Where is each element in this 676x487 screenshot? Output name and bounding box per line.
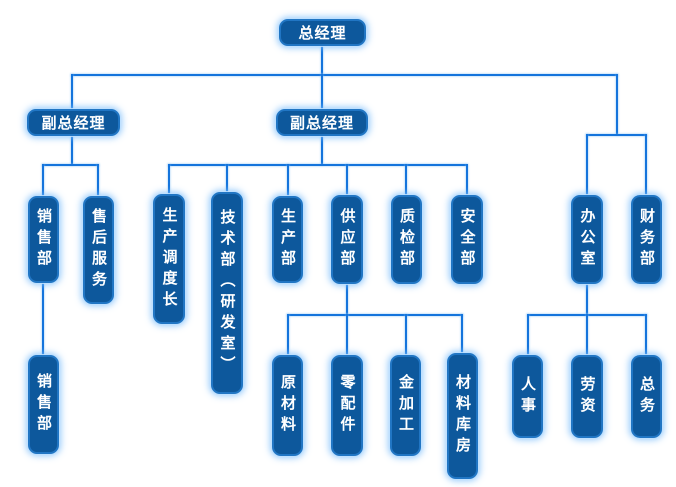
connector-to-safety: [466, 164, 468, 195]
org-node-label: 劳资: [578, 375, 597, 418]
org-node-label: 技术部（研发室）: [218, 209, 237, 377]
org-node-label: 人事: [519, 375, 537, 418]
org-node-spare-parts: 零配件: [331, 355, 363, 456]
org-node-label: 生产调度长: [160, 206, 179, 312]
org-node-after-sales-service: 售后服务: [83, 196, 114, 304]
connector-to-spare-parts: [346, 314, 348, 355]
org-node-label: 副总经理: [289, 114, 354, 132]
connector-supply-down: [346, 284, 348, 315]
org-node-sales-dept: 销售部: [28, 196, 59, 283]
org-node-label: 零配件: [338, 374, 357, 437]
org-node-label: 销售部: [35, 373, 53, 436]
connector-deputy-mid-down: [321, 136, 323, 165]
connector-right-bar: [586, 134, 647, 136]
connector-to-quality: [405, 164, 407, 195]
connector-to-personnel: [527, 314, 529, 355]
org-node-finance-dept: 财务部: [631, 195, 662, 284]
connector-level2-bar: [71, 74, 618, 76]
connector-to-metal-processing: [405, 314, 407, 355]
org-node-label: 材料库房: [454, 374, 472, 458]
org-node-production-dept: 生产部: [272, 196, 303, 283]
connector-sales-to-sub-sales: [42, 283, 44, 355]
org-node-deputy-gm-left: 副总经理: [27, 109, 120, 136]
org-node-personnel: 人事: [512, 355, 543, 438]
org-node-quality-inspection-dept: 质检部: [391, 195, 422, 284]
org-node-production-dispatch-chief: 生产调度长: [153, 194, 185, 324]
org-node-label: 质检部: [398, 208, 416, 271]
connector-supply-bar: [287, 314, 463, 316]
org-node-label: 金加工: [397, 374, 415, 437]
connector-to-office: [586, 134, 588, 195]
org-node-safety-dept: 安全部: [451, 195, 483, 284]
connector-gm-down: [321, 46, 323, 75]
connector-to-deputy-gm-mid: [321, 74, 323, 109]
connector-to-dispatch-chief: [168, 164, 170, 194]
connector-to-deputy-gm-left: [71, 74, 73, 109]
org-node-labor-wages: 劳资: [571, 355, 603, 438]
connector-to-finance: [645, 134, 647, 195]
org-node-label: 生产部: [279, 208, 297, 271]
org-node-supply-dept: 供应部: [331, 195, 363, 284]
org-node-label: 安全部: [458, 208, 477, 271]
org-node-deputy-gm-mid: 副总经理: [276, 109, 368, 136]
connector-to-sales: [42, 164, 44, 196]
connector-to-production: [287, 164, 289, 196]
connector-to-labor: [586, 314, 588, 355]
connector-right-branch-down: [616, 74, 618, 135]
connector-to-after-sales: [97, 164, 99, 196]
connector-to-general-affairs: [645, 314, 647, 355]
org-node-tech-dept-rd-office: 技术部（研发室）: [211, 192, 243, 394]
org-node-label: 供应部: [338, 208, 357, 271]
org-node-raw-materials: 原材料: [272, 355, 303, 456]
org-node-materials-warehouse: 材料库房: [447, 353, 478, 479]
org-node-label: 财务部: [638, 208, 656, 271]
connector-to-tech-dept: [226, 164, 228, 193]
org-node-label: 副总经理: [41, 114, 106, 132]
connector-to-warehouse: [461, 314, 463, 353]
connector-left-bar: [42, 164, 99, 166]
org-node-label: 原材料: [279, 374, 297, 437]
connector-deputy-left-down: [71, 136, 73, 165]
connector-to-raw-materials: [287, 314, 289, 355]
connector-to-supply: [346, 164, 348, 195]
org-node-label: 总务: [638, 375, 656, 418]
connector-mid-bar: [168, 164, 467, 166]
org-node-label: 办公室: [578, 208, 597, 271]
org-node-sales-dept-sub: 销售部: [28, 355, 59, 454]
org-node-label: 售后服务: [90, 208, 108, 292]
connector-office-down: [586, 284, 588, 315]
org-node-metal-processing: 金加工: [390, 355, 421, 456]
org-node-label: 总经理: [298, 24, 347, 42]
org-node-general-manager: 总经理: [279, 19, 366, 46]
org-node-office: 办公室: [571, 195, 603, 284]
org-node-general-affairs: 总务: [631, 355, 662, 438]
org-node-label: 销售部: [35, 208, 53, 271]
